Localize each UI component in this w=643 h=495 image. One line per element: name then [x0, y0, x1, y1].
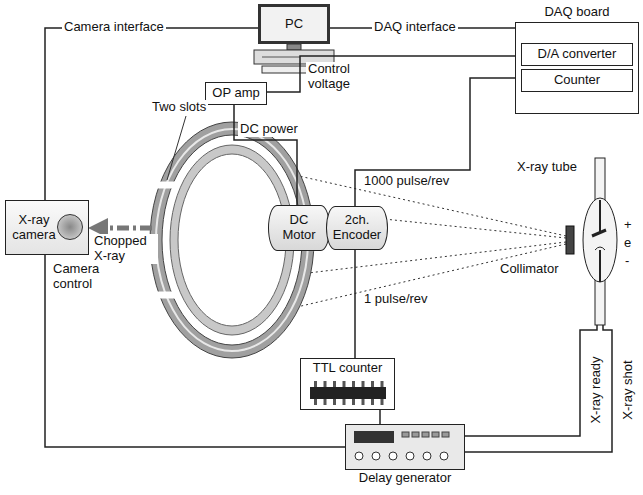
collimator	[566, 226, 574, 254]
slot	[156, 292, 176, 299]
connector-jack	[372, 452, 380, 460]
signal-label: 1 pulse/rev	[362, 292, 430, 307]
node-text: DAQ board	[516, 5, 638, 20]
connector-jack	[389, 452, 397, 460]
monitor-stand	[287, 44, 301, 50]
node-text: Delay generator	[359, 471, 452, 486]
chip-pin	[343, 381, 346, 387]
signal-name: X-ray shot	[621, 358, 636, 421]
slot	[156, 182, 176, 189]
camera-box: X-ray camera	[5, 200, 89, 255]
pc-monitor: PC	[258, 4, 330, 44]
motor-cylinder: DC Motor	[268, 205, 330, 251]
button	[422, 432, 429, 437]
signal-label: 1000 pulse/rev	[362, 174, 451, 189]
terminal-sign: -	[623, 254, 631, 269]
connector-jack	[406, 452, 414, 460]
connector-jack	[440, 452, 448, 460]
chip-pin	[333, 381, 336, 387]
chip-pin	[333, 399, 336, 405]
chip-pin	[324, 381, 327, 387]
signal-wire	[45, 255, 345, 447]
connector-jack	[355, 452, 363, 460]
node-text: OP amp	[212, 86, 259, 101]
signal-wire	[234, 105, 297, 205]
button	[412, 432, 419, 437]
connector-jack	[423, 452, 431, 460]
chip-pin	[362, 399, 365, 405]
node-text: Counter	[554, 73, 600, 88]
converter-box: D/A converter	[521, 43, 633, 66]
node-text: D/A converter	[538, 47, 617, 62]
signal-label: Control voltage	[306, 62, 382, 92]
delay-generator: Delay generator	[345, 424, 465, 470]
button	[442, 432, 449, 437]
leader-line	[167, 116, 186, 180]
part-label: X-ray tube	[515, 160, 579, 175]
part-label: Two slots	[150, 100, 208, 115]
chopped-beam-arrow	[90, 226, 152, 231]
part-label: Collimator	[498, 262, 561, 277]
node-text: PC	[285, 17, 303, 32]
signal-wire	[354, 250, 356, 358]
device-panel	[350, 428, 460, 466]
amplifier-box: OP amp	[205, 82, 267, 105]
signal-wire	[355, 78, 521, 206]
x-ray-shot-wire	[465, 325, 612, 452]
signal-label: Camera control	[51, 262, 121, 292]
x-ray-tube	[583, 158, 617, 325]
button	[402, 432, 409, 437]
node-text: 2ch. Encoder	[331, 213, 383, 243]
signal-label: Camera interface	[62, 20, 166, 35]
chip-pin	[343, 399, 346, 405]
chip-body	[310, 387, 386, 399]
signal-wire	[45, 28, 258, 200]
chip-pin	[381, 399, 384, 405]
electron-sign: e	[622, 236, 633, 251]
chip-pin	[314, 399, 317, 405]
x-ray-ready-wire	[465, 325, 597, 436]
terminal-sign: +	[622, 218, 634, 233]
daq-board: DAQ boardD/A converterCounter	[515, 22, 639, 114]
ic-chip	[308, 380, 388, 406]
chip-pin	[371, 381, 374, 387]
beam-label: Chopped X-ray	[92, 234, 158, 264]
signal-wire	[379, 410, 381, 424]
chip-pin	[324, 399, 327, 405]
node-text: TTL counter	[313, 361, 383, 376]
node-text: DC Motor	[273, 213, 325, 243]
counter-board: TTL counter	[300, 358, 395, 410]
encoder-cylinder: 2ch. Encoder	[326, 206, 388, 250]
chip-pin	[352, 381, 355, 387]
button	[432, 432, 439, 437]
display	[354, 431, 394, 443]
signal-name: X-ray ready	[589, 354, 604, 425]
node-text: X-ray camera	[10, 213, 58, 243]
chip-pin	[314, 381, 317, 387]
camera-lens	[57, 214, 83, 240]
chip-pin	[352, 399, 355, 405]
signal-label: DC power	[238, 122, 300, 137]
drive-slot	[262, 57, 300, 58]
signal-wire	[267, 56, 521, 92]
signal-label: DAQ interface	[372, 20, 458, 35]
chip-pin	[381, 381, 384, 387]
chip-pin	[371, 399, 374, 405]
counter-box: Counter	[521, 69, 633, 92]
chip-pin	[362, 381, 365, 387]
